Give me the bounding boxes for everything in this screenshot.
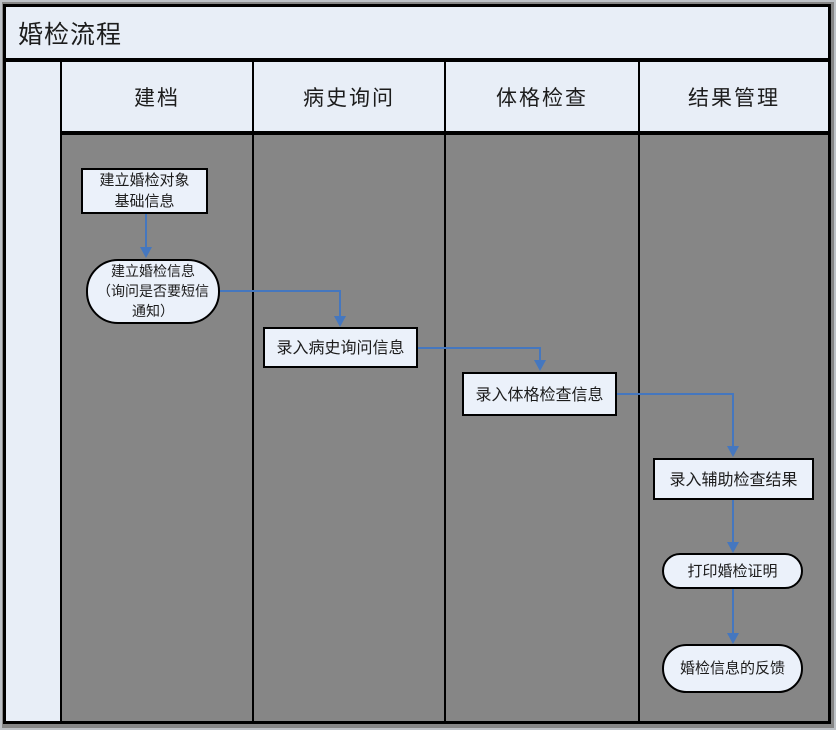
connector-segment (218, 290, 341, 292)
connector-segment (539, 347, 541, 361)
lane-separator-1 (252, 62, 254, 721)
connector-segment (732, 393, 734, 446)
node-feedback[interactable]: 婚检信息的反馈 (662, 644, 803, 693)
connector-segment (617, 393, 734, 395)
title-bar: 婚检流程 (6, 7, 828, 58)
diagram-border (3, 4, 831, 724)
node-create-base-info[interactable]: 建立婚检对象 基础信息 (81, 168, 208, 214)
node-enter-auxiliary[interactable]: 录入辅助检查结果 (653, 458, 814, 500)
lane-header-results: 结果管理 (688, 85, 780, 110)
connector-segment (418, 347, 541, 349)
page-title: 婚检流程 (18, 19, 123, 49)
arrowhead-icon (727, 633, 739, 644)
connector-segment (732, 589, 734, 633)
lane-separator-3 (638, 62, 640, 721)
connector-segment (732, 500, 734, 542)
lane-separator-2 (444, 62, 446, 721)
pool-left-column (6, 62, 60, 721)
node-print-certificate[interactable]: 打印婚检证明 (662, 553, 803, 589)
arrowhead-icon (334, 316, 346, 327)
title-divider (6, 58, 828, 62)
arrowhead-icon (140, 247, 152, 258)
arrowhead-icon (727, 446, 739, 457)
connector-segment (339, 290, 341, 317)
connector-segment (145, 214, 147, 247)
lane-header-archive: 建档 (134, 85, 180, 110)
node-create-marriage-info[interactable]: 建立婚检信息 （询问是否要短信 通知） (86, 259, 220, 324)
lane-header-physical: 体格检查 (496, 85, 588, 110)
left-column-divider (60, 62, 62, 721)
arrowhead-icon (534, 360, 546, 371)
arrowhead-icon (727, 542, 739, 553)
node-enter-history[interactable]: 录入病史询问信息 (263, 327, 418, 368)
node-enter-physical[interactable]: 录入体格检查信息 (462, 372, 617, 416)
lane-header-history: 病史询问 (303, 85, 395, 110)
